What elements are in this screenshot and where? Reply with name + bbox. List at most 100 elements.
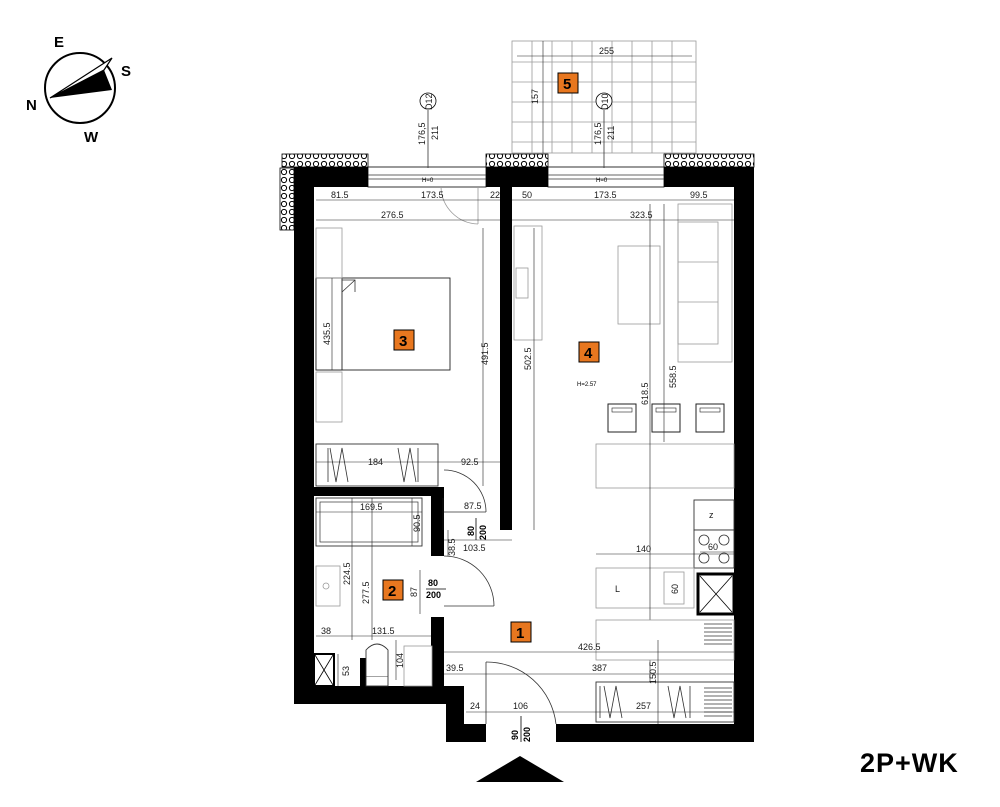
- burner-icon: [698, 552, 710, 564]
- dim-87-5: 87.5: [464, 501, 482, 511]
- dim-426-5: 426.5: [578, 642, 601, 652]
- room-badge-1: 1: [510, 621, 532, 643]
- insulation-strip: [485, 153, 549, 168]
- dim-277-5: 277.5: [361, 581, 371, 604]
- dim-38-5: 38.5: [447, 538, 457, 556]
- fridge: [693, 499, 735, 531]
- dim-81-5: 81.5: [331, 190, 349, 200]
- dim-387: 387: [592, 663, 607, 673]
- bar-stool: [651, 403, 681, 433]
- dim-618-5: 618.5: [640, 382, 650, 405]
- dim-184: 184: [368, 457, 383, 467]
- dim-103-5: 103.5: [463, 543, 486, 553]
- dim-60-b: 60: [670, 584, 680, 594]
- entrance-arrow-icon: [476, 756, 564, 782]
- dim-173-5-a: 173.5: [421, 190, 444, 200]
- compass-east: E: [54, 34, 64, 51]
- room-badge-2-box: [382, 579, 404, 601]
- sink-label: L: [615, 584, 620, 594]
- insulation-strip: [281, 153, 369, 168]
- door-1-width: 80: [466, 526, 476, 536]
- dim-90-5: 90.5: [412, 514, 422, 532]
- room-badge-5: 5: [557, 72, 579, 94]
- bathtub: [315, 497, 423, 547]
- dim-140: 140: [636, 544, 651, 554]
- dim-131-5: 131.5: [372, 626, 395, 636]
- sofa: [677, 203, 733, 363]
- window-d10-tag: D10: [600, 93, 610, 110]
- door-3-height: 200: [522, 727, 532, 742]
- room-badge-2: 2: [382, 579, 404, 601]
- window-d12: H=0: [367, 166, 487, 188]
- balcony-width-label: 255: [599, 46, 614, 56]
- unit-type-title: 2P+WK: [860, 748, 959, 778]
- bar-stool: [695, 403, 725, 433]
- bathroom: [313, 497, 512, 687]
- room-badge-4-label: 4: [584, 345, 593, 362]
- dim-323-5: 323.5: [630, 210, 653, 220]
- compass-south: S: [121, 63, 131, 80]
- dim-50: 50: [522, 190, 532, 200]
- kitchen-sink: [663, 571, 685, 605]
- washing-machine: [403, 645, 433, 687]
- room4-height-label: H=2.57: [577, 382, 597, 388]
- dim-169-5: 169.5: [360, 502, 383, 512]
- door-2-height: 200: [426, 590, 441, 600]
- burner-icon: [718, 534, 730, 546]
- door-label-bathroom: 80 200: [426, 578, 446, 600]
- balcony-grid: [512, 41, 696, 153]
- room-badge-4-box: [578, 341, 600, 363]
- door-label-entrance: 90 200: [510, 716, 532, 742]
- nightstand: [315, 371, 343, 423]
- bar-stool: [607, 403, 637, 433]
- burner-icon: [718, 552, 730, 564]
- dim-104: 104: [395, 653, 405, 668]
- door-label-bedroom: 80 200: [466, 518, 488, 540]
- room-badge-5-box: [557, 72, 579, 94]
- kitchen-island: [595, 443, 735, 489]
- compass: E S N W: [26, 34, 131, 146]
- window-d12-height: 211: [430, 126, 440, 140]
- room-badge-1-label: 1: [516, 625, 524, 642]
- washbasin: [315, 565, 341, 607]
- interior-walls: [314, 187, 512, 686]
- insulation-strip: [663, 153, 755, 168]
- room-badge-5-label: 5: [563, 76, 571, 93]
- door-3-width: 90: [510, 730, 520, 740]
- living-room: z L: [512, 199, 736, 686]
- window-d10-height: 211: [606, 126, 616, 140]
- room-badge-4: 4: [578, 341, 600, 363]
- exterior-walls: [294, 167, 754, 742]
- dim-106: 106: [513, 701, 528, 711]
- dim-22: 22: [490, 190, 500, 200]
- dim-150-5: 150.5: [648, 661, 658, 684]
- window-d10-sill: H=0: [596, 178, 608, 184]
- window-d10-width: 176,5: [593, 122, 603, 145]
- dim-502-5: 502.5: [523, 347, 533, 370]
- dim-435-5: 435.5: [322, 322, 332, 345]
- window-tag-d12: D12 176,5 211: [417, 92, 440, 168]
- nightstand: [315, 227, 343, 279]
- dim-39-5: 39.5: [446, 663, 464, 673]
- window-d10: H=0: [547, 166, 665, 188]
- compass-north: N: [26, 97, 37, 114]
- dim-257: 257: [636, 701, 651, 711]
- room-badge-2-label: 2: [388, 583, 396, 600]
- room-badge-3-label: 3: [399, 333, 407, 350]
- door-2-width: 80: [428, 578, 438, 588]
- fridge-label: z: [709, 510, 714, 520]
- window-tag-d10: D10 176,5 211: [593, 92, 616, 168]
- compass-west: W: [84, 129, 99, 146]
- hall: [444, 619, 735, 782]
- toilet-tank: [365, 675, 389, 687]
- burner-icon: [698, 534, 710, 546]
- dim-276-5: 276.5: [381, 210, 404, 220]
- window-d12-tag: D12: [424, 93, 434, 110]
- room-badge-3: 3: [393, 329, 415, 351]
- insulation-strip: [279, 167, 295, 231]
- dim-53: 53: [341, 666, 351, 676]
- room-badge-3-box: [393, 329, 415, 351]
- window-d12-width: 176,5: [417, 122, 427, 145]
- room-badge-1-box: [510, 621, 532, 643]
- toilet-icon: [365, 643, 389, 676]
